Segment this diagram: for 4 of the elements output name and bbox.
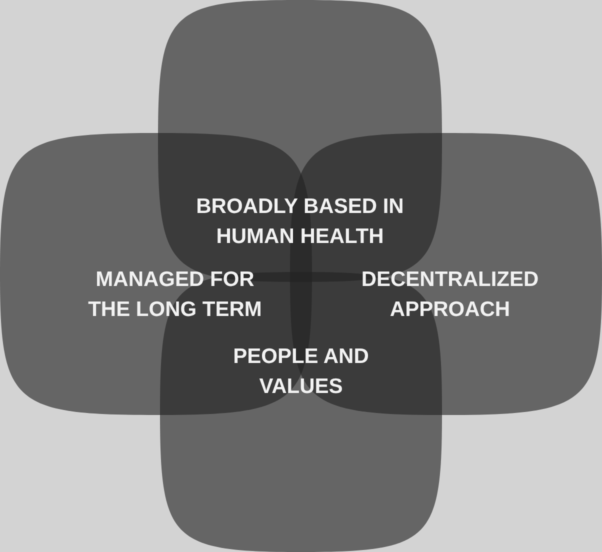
shape-label: BROADLY BASED IN HUMAN HEALTH [195, 194, 405, 250]
shape-label: PEOPLE AND VALUES [232, 344, 370, 400]
shape-label: DECENTRALIZED APPROACH [360, 267, 540, 323]
shape-label: MANAGED FOR THE LONG TERM [87, 267, 263, 323]
